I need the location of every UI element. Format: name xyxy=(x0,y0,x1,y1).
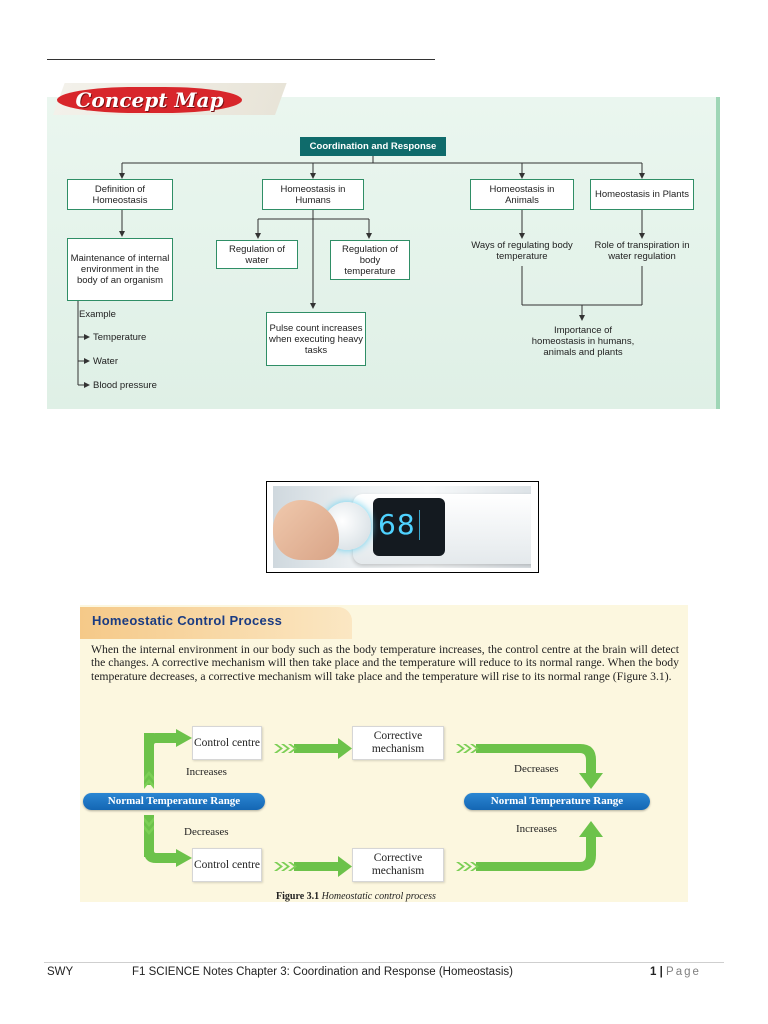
thermostat-display-value: 68 xyxy=(378,508,416,541)
plants-detail: Role of transpiration in water regulatio… xyxy=(594,240,690,262)
humans-box: Homeostasis in Humans xyxy=(262,179,364,210)
regulation-temperature-box: Regulation of body temperature xyxy=(330,240,410,280)
footer-page-number: 1 xyxy=(650,966,657,978)
animals-detail: Ways of regulating body temperature xyxy=(471,240,573,262)
thermostat-indicator xyxy=(419,510,439,540)
example-blood-pressure: Blood pressure xyxy=(93,380,157,391)
normal-range-right: Normal Temperature Range xyxy=(464,793,650,810)
normal-range-left: Normal Temperature Range xyxy=(83,793,265,810)
concept-map: Concept Map xyxy=(47,83,720,409)
thermostat-photo: 68 xyxy=(273,486,531,568)
control-process-title: Homeostatic Control Process xyxy=(92,613,283,628)
top-control-centre-box: Control centre xyxy=(192,726,262,760)
thermostat-screen xyxy=(373,498,445,556)
top-corrective-mechanism-box: Corrective mechanism xyxy=(352,726,444,760)
bottom-control-centre-box: Control centre xyxy=(192,848,262,882)
footer-page-indicator: 1 | Page xyxy=(650,966,701,978)
control-process-section: Homeostatic Control Process When the int… xyxy=(80,605,688,902)
concept-map-title: Concept Map xyxy=(57,87,242,113)
plants-box: Homeostasis in Plants xyxy=(590,179,694,210)
definition-detail-box: Maintenance of internal environment in t… xyxy=(67,238,173,301)
footer-separator: | xyxy=(659,966,663,978)
example-water: Water xyxy=(93,356,118,367)
pulse-count-box: Pulse count increases when executing hea… xyxy=(266,312,366,366)
thermostat-photo-frame: 68 xyxy=(266,481,539,573)
footer-doc-title: F1 SCIENCE Notes Chapter 3: Coordination… xyxy=(132,966,513,978)
label-increases-right: Increases xyxy=(516,823,557,835)
control-process-paragraph: When the internal environment in our bod… xyxy=(91,643,679,683)
label-increases-left: Increases xyxy=(186,766,227,778)
header-rule xyxy=(47,59,435,60)
footer-page-word: Page xyxy=(666,966,701,978)
figure-caption: Figure 3.1 Homeostatic control process xyxy=(276,891,436,902)
footer-author: SWY xyxy=(47,966,74,978)
label-decreases-left: Decreases xyxy=(184,826,229,838)
label-decreases-right: Decreases xyxy=(514,763,559,775)
definition-box: Definition of Homeostasis xyxy=(67,179,173,210)
figure-caption-text: Homeostatic control process xyxy=(321,891,436,902)
concept-root: Coordination and Response xyxy=(300,137,446,156)
regulation-water-box: Regulation of water xyxy=(216,240,298,269)
footer-rule xyxy=(44,962,724,963)
animals-box: Homeostasis in Animals xyxy=(470,179,574,210)
control-process-arrows xyxy=(144,729,603,877)
concept-map-connectors xyxy=(77,156,645,388)
example-temperature: Temperature xyxy=(93,332,147,343)
control-process-header xyxy=(80,607,352,639)
bottom-corrective-mechanism-box: Corrective mechanism xyxy=(352,848,444,882)
importance-text: Importance of homeostasis in humans, ani… xyxy=(531,325,635,358)
figure-number: Figure 3.1 xyxy=(276,891,320,902)
example-label: Example xyxy=(79,309,116,320)
